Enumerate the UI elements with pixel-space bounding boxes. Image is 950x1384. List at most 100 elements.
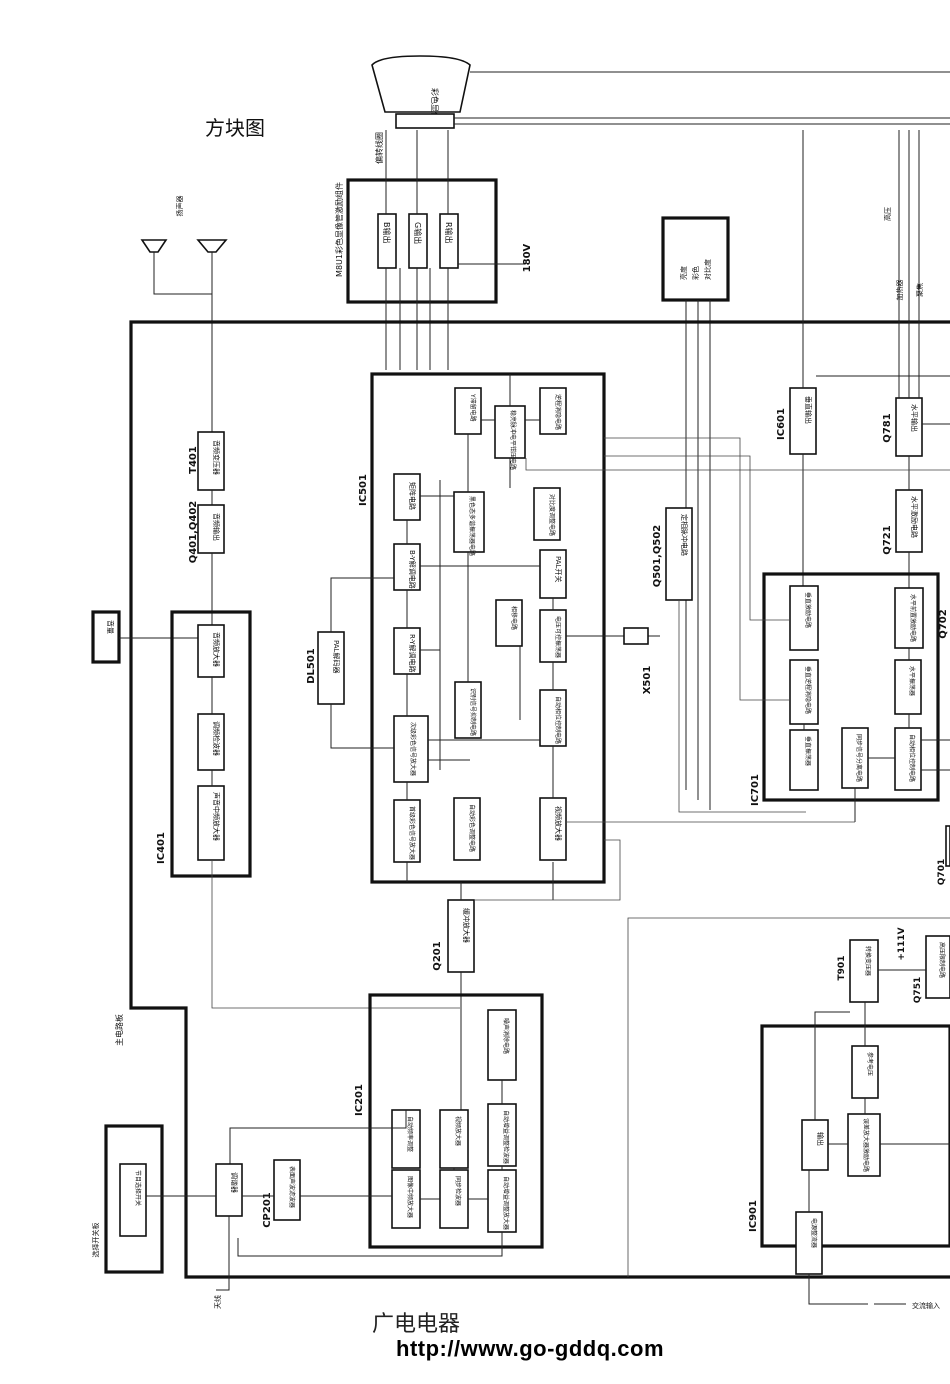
antenna-label: 天线 <box>213 1295 222 1309</box>
block-agc-det: 自动增益调整检波器 <box>502 1110 510 1164</box>
block-tuner: 调谐器 <box>230 1172 239 1193</box>
control-color: 彩色 <box>691 266 700 280</box>
diagram-title: 方块图 <box>205 116 265 140</box>
block-fm-detector: 调频检波器 <box>212 721 221 756</box>
ic701-block: IC701 垂直激励电路 水平前置激励电路 垂直逆程消隐电路 水平振荡器 垂直振… <box>566 572 950 823</box>
block-agc-amp: 自动增益调整放大器 <box>502 1176 510 1230</box>
block-sync-sep: 同步信号分离电路 <box>855 734 863 782</box>
block-channel-sel: 节目选择开关 <box>134 1170 142 1206</box>
block-sync-det: 同步检波器 <box>454 1176 462 1206</box>
label-q702: Q702 <box>938 609 949 638</box>
control-brightness: 亮度 <box>679 266 688 280</box>
hv-label: 高压 <box>883 207 892 221</box>
ic201-block: IC201 噪声消除电路 自动频率调整 视频放大器 自动增益调整检波器 图像中频… <box>229 993 544 1257</box>
block-ref-voltage: 参考电压 <box>866 1052 874 1076</box>
ic501-block: IC501 Y滞留电路 稳亮脉冲电平钳压电路 逆程消隐电路 矩阵电路 黑色态多谐… <box>358 372 624 900</box>
block-apc: 自动相位控制电路 <box>554 696 562 744</box>
crt-board-label: M8U1彩色显像管激励组件 <box>334 182 344 277</box>
block-buffer-amp: 缓冲放大器 <box>462 908 471 943</box>
block-h-drive: 水平激励电路 <box>910 496 919 538</box>
heater-label: 加热器 <box>895 280 904 301</box>
block-g-out: G输出 <box>413 222 423 244</box>
voltage-111: +111V <box>897 927 907 960</box>
block-pal-decoder: PAL解码器 <box>332 640 341 673</box>
block-blanking: 逆程消隐电路 <box>554 394 562 430</box>
label-t401: T401 <box>188 446 199 474</box>
block-v-out: 垂直输出 <box>804 396 813 424</box>
crt-tube-label: 彩色显像管 <box>430 88 440 128</box>
block-audio-out: 音频输出 <box>212 513 221 541</box>
power-input-label: 交流输入 <box>912 1301 940 1310</box>
block-video-amp: 视频放大器 <box>554 806 563 841</box>
footer-url[interactable]: http://www.go-gddq.com <box>396 1336 665 1361</box>
block-vco: 电压可控振荡器 <box>554 616 562 658</box>
block-chroma-amp2: 次级彩色信号放大器 <box>409 722 417 776</box>
label-q701: Q701 <box>937 859 947 885</box>
focus-label: 聚焦 <box>915 283 924 297</box>
label-q751: Q751 <box>913 977 923 1003</box>
volume-label: 音量 <box>106 620 115 634</box>
label-ic401: IC401 <box>156 832 167 864</box>
block-saw-filter: 表面声波滤波器 <box>288 1166 296 1208</box>
switch-board-label: 选择开关板 <box>91 1223 100 1258</box>
label-ic201: IC201 <box>354 1084 365 1116</box>
footer-name: 广电电器 <box>372 1312 461 1337</box>
block-hv-protect: 高压限制电路 <box>938 942 946 978</box>
block-output: 输出 <box>816 1132 825 1146</box>
block-chroma-amp1: 首级彩色信号放大器 <box>408 806 416 860</box>
block-video-amp2: 视频放大器 <box>454 1116 462 1146</box>
crystal-x501: X501 <box>623 627 660 694</box>
block-h-out: 水平输出 <box>910 404 919 432</box>
buffer-amp-box <box>447 899 475 973</box>
block-ident: 识别信号抑制电路 <box>469 688 477 736</box>
label-ic701: IC701 <box>750 774 761 806</box>
deflection-outputs: 垂直输出 IC601 水平输出 Q781 水平激励电路 Q721 高压 加热器 … <box>776 130 950 588</box>
block-rectifier: 电源整流器 <box>810 1218 818 1248</box>
speakers: 扬声器 <box>140 196 228 432</box>
block-afc: 自动相位控制电路 <box>908 734 916 782</box>
block-by-demod: B-Y解调电路 <box>408 550 417 589</box>
control-contrast: 对比度 <box>703 259 712 280</box>
label-dl501: DL501 <box>306 648 317 684</box>
block-killer-osc: 黑色态多谐振荡器电路 <box>468 496 476 556</box>
block-v-blank: 垂直逆程消隐电路 <box>804 666 812 714</box>
selector-switch-board: 选择开关板 节目选择开关 <box>91 1124 216 1274</box>
channel-select-button[interactable] <box>119 1163 147 1237</box>
block-r-out: R输出 <box>444 222 454 244</box>
label-q781: Q781 <box>882 413 893 442</box>
speaker-label: 扬声器 <box>175 196 184 217</box>
crt-tube: 彩色显像管 偏转线圈 <box>371 55 950 164</box>
pulse-circuit-box <box>665 507 693 601</box>
block-sound-if-amp: 声音中频放大器 <box>212 792 221 841</box>
ic401-block: IC401 音频放大器 调频检波器 声音中频放大器 <box>156 610 460 1009</box>
pulse-circuit-label: 定相脉冲电路 <box>680 514 689 556</box>
power-supply: 转换变压器 T901 +111V 高压限制电路 Q751 IC901 参考电压 … <box>748 927 950 1310</box>
block-phase-shift: 相移电路 <box>510 606 518 630</box>
block-error-amp: 误差放大器激励电路 <box>862 1118 870 1172</box>
volume-box[interactable] <box>91 610 121 664</box>
block-ry-demod: R-Y解调电路 <box>408 634 417 673</box>
label-ic901: IC901 <box>748 1200 759 1232</box>
label-q401: Q401,Q402 <box>188 501 199 564</box>
block-b-out: B输出 <box>382 222 392 244</box>
block-contrast-ctrl: 对比度调整电路 <box>548 494 556 536</box>
block-audio-amp: 音频放大器 <box>212 632 221 667</box>
block-brightness-limit: 稳亮脉冲电平钳压电路 <box>509 410 517 470</box>
label-q201: Q201 <box>432 941 443 970</box>
main-board-frame <box>129 320 950 1279</box>
block-h-phase-ctrl: 水平前置激励电路 <box>909 594 917 642</box>
block-afc-det: 自动频率调整 <box>406 1116 414 1152</box>
block-v-osc: 垂直振荡器 <box>804 736 812 766</box>
main-board-label: 主电路板 <box>114 1014 124 1046</box>
block-noise-cancel: 噪声消除电路 <box>502 1018 510 1054</box>
audio-chain: 音频变压器 T401 音频输出 Q401,Q402 <box>188 431 225 625</box>
power-section-outline <box>627 917 950 1277</box>
voltage-180: 180V <box>522 243 533 272</box>
block-pif-amp: 图像中频放大器 <box>406 1176 414 1218</box>
crt-drive-board: M8U1彩色显像管激励组件 B输出 G输出 R输出 180V <box>334 130 533 370</box>
label-t901: T901 <box>837 956 847 981</box>
block-acc: 自动彩色调整电路 <box>468 804 476 852</box>
block-v-drive: 垂直激励电路 <box>804 592 812 628</box>
label-q501: Q501,Q502 <box>652 525 663 588</box>
